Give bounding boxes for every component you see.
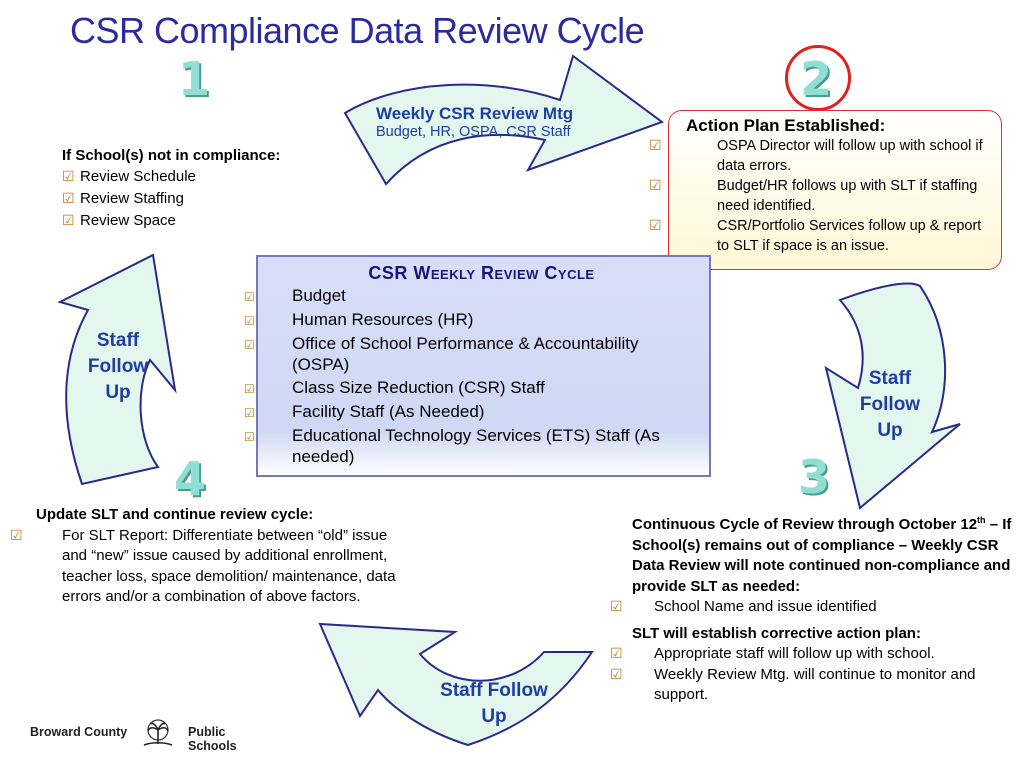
checked-box-icon: ☑ bbox=[62, 213, 75, 229]
step-number-2: 2 bbox=[800, 52, 833, 106]
list-item: ☑For SLT Report: Differentiate between “… bbox=[10, 526, 396, 606]
checked-box-icon: ☑ bbox=[62, 191, 75, 207]
list-item: ☑Facility Staff (As Needed) bbox=[244, 402, 485, 421]
list-item: ☑Review Schedule bbox=[62, 166, 280, 188]
palm-tree-icon bbox=[143, 719, 173, 746]
left-staff-follow-up: Staff Follow Up bbox=[87, 330, 149, 403]
center-box-heading: CSR Weekly Review Cycle bbox=[368, 263, 595, 283]
list-item: ☑Appropriate staff will follow up with s… bbox=[610, 644, 1017, 665]
step1-heading: If School(s) not in compliance: bbox=[62, 147, 281, 164]
list-item: ☑Review Space bbox=[62, 210, 280, 232]
checked-box-icon: ☑ bbox=[62, 169, 75, 185]
checked-box-icon: ☑ bbox=[649, 138, 662, 154]
checked-box-icon: ☑ bbox=[244, 314, 255, 328]
checked-box-icon: ☑ bbox=[649, 218, 662, 234]
logo-left-text: Broward County bbox=[30, 725, 128, 739]
list-item: ☑Weekly Review Mtg. will continue to mon… bbox=[610, 665, 976, 704]
right-arrow bbox=[824, 282, 961, 510]
checked-box-icon: ☑ bbox=[610, 599, 623, 615]
broward-county-logo: Broward County Public Schools bbox=[28, 716, 254, 753]
top-arrow bbox=[343, 54, 665, 186]
checked-box-icon: ☑ bbox=[610, 646, 623, 662]
top-arrow-text: Weekly CSR Review Mtg Budget, HR, OSPA, … bbox=[376, 104, 636, 140]
checked-box-icon: ☑ bbox=[244, 430, 255, 444]
step-number-3: 3 bbox=[798, 450, 831, 504]
checked-box-icon: ☑ bbox=[244, 382, 255, 396]
checked-box-icon: ☑ bbox=[10, 527, 23, 544]
action-plan-heading: Action Plan Established: bbox=[686, 116, 886, 135]
checked-box-icon: ☑ bbox=[244, 338, 255, 352]
step4-heading: Update SLT and continue review cycle: bbox=[36, 506, 314, 523]
step3-heading: Continuous Cycle of Review through Octob… bbox=[632, 515, 1012, 595]
step-number-4: 4 bbox=[174, 452, 207, 506]
step1-block: If School(s) not in compliance: ☑Review … bbox=[62, 145, 280, 232]
list-item: ☑CSR/Portfolio Services follow up & repo… bbox=[649, 218, 982, 254]
list-item: ☑Review Staffing bbox=[62, 188, 280, 210]
weekly-review-subtitle: Budget, HR, OSPA, CSR Staff bbox=[376, 124, 571, 140]
action-plan-box: Action Plan Established: ☑OSPA Director … bbox=[649, 110, 1002, 270]
list-item: ☑Educational Technology Services (ETS) S… bbox=[244, 426, 660, 466]
step3-block: Continuous Cycle of Review through Octob… bbox=[610, 510, 1017, 706]
bottom-staff-follow-up: Staff Follow Up bbox=[440, 680, 548, 727]
weekly-review-title: Weekly CSR Review Mtg bbox=[376, 104, 574, 123]
logo-right-text: Public Schools bbox=[188, 725, 237, 753]
step3-heading-2: SLT will establish corrective action pla… bbox=[632, 624, 921, 642]
csr-weekly-review-box: CSR Weekly Review Cycle ☑Budget ☑Human R… bbox=[244, 255, 711, 477]
list-item: ☑Class Size Reduction (CSR) Staff bbox=[244, 378, 545, 397]
bottom-arrow bbox=[318, 622, 594, 747]
list-item: ☑Human Resources (HR) bbox=[244, 310, 474, 329]
step4-block: Update SLT and continue review cycle: ☑F… bbox=[10, 505, 408, 608]
step-2-circle bbox=[785, 45, 851, 111]
left-arrow bbox=[57, 253, 177, 486]
list-item: ☑Office of School Performance & Accounta… bbox=[244, 334, 639, 374]
checked-box-icon: ☑ bbox=[649, 178, 662, 194]
checked-box-icon: ☑ bbox=[610, 666, 623, 683]
page-title: CSR Compliance Data Review Cycle bbox=[70, 10, 645, 51]
step-number-1: 1 bbox=[178, 52, 211, 106]
checked-box-icon: ☑ bbox=[244, 290, 255, 304]
right-staff-follow-up: Staff Follow Up bbox=[859, 368, 921, 441]
checked-box-icon: ☑ bbox=[244, 406, 255, 420]
list-item: ☑Budget/HR follows up with SLT if staffi… bbox=[649, 178, 978, 214]
list-item: ☑OSPA Director will follow up with schoo… bbox=[649, 138, 983, 174]
list-item: ☑School Name and issue identified bbox=[610, 597, 1017, 618]
list-item: ☑Budget bbox=[244, 286, 346, 305]
